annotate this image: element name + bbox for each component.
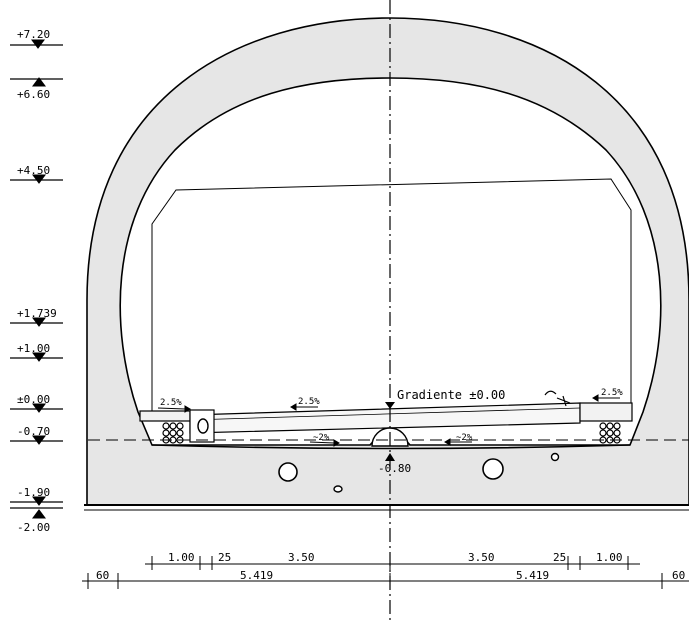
level-label-8: -1.90	[17, 486, 50, 499]
invert-bottom-line	[151, 444, 631, 450]
dim-top-5: 25	[553, 551, 566, 564]
dim-bottom-2: 5.419	[240, 569, 273, 582]
gradient-marker	[385, 402, 395, 409]
dim-top-6: 1.00	[596, 551, 623, 564]
left-pipe	[278, 462, 298, 482]
slope-left-base-label: ~2%	[313, 433, 330, 443]
small-pipe-left	[333, 485, 343, 493]
left-cable-ducts	[162, 422, 184, 444]
dim-top-3: 3.50	[288, 551, 315, 564]
left-drain	[197, 418, 209, 434]
dimension-lines	[82, 556, 689, 589]
level-label-6: ±0.00	[17, 393, 50, 406]
level-label-4: +1.739	[17, 307, 57, 320]
small-pipe-right	[550, 452, 560, 462]
level-label-5: +1.00	[17, 342, 50, 355]
lamp-icon	[544, 390, 571, 407]
slope-right-base-label: ~2%	[456, 433, 473, 443]
elevation-markers	[10, 39, 63, 519]
invert-label: -0.80	[378, 462, 411, 475]
dim-top-4: 3.50	[468, 551, 495, 564]
right-sidewalk	[579, 402, 633, 422]
level-label-9: -2.00	[17, 521, 50, 534]
gradient-label: Gradiente ±0.00	[397, 388, 505, 402]
level-label-1: +7.20	[17, 28, 50, 41]
invert-marker	[385, 453, 395, 461]
clearance-profile	[151, 178, 632, 411]
right-pipe	[482, 458, 504, 480]
dim-bottom-4: 60	[672, 569, 685, 582]
slope-arrows	[157, 394, 620, 447]
road-layer-line	[189, 407, 581, 421]
dim-bottom-3: 5.419	[516, 569, 549, 582]
dim-top-1: 1.00	[168, 551, 195, 564]
dim-bottom-1: 60	[96, 569, 109, 582]
left-curb	[189, 409, 215, 443]
left-sidewalk	[139, 410, 191, 422]
slope-left-sidewalk-label: 2.5%	[160, 398, 182, 408]
level-label-3: +4.50	[17, 164, 50, 177]
level-label-7: -0.70	[17, 425, 50, 438]
dim-top-2: 25	[218, 551, 231, 564]
level-label-2: +6.60	[17, 88, 50, 101]
slope-left-lane-label: 2.5%	[298, 397, 320, 407]
slope-right-sidewalk-label: 2.5%	[601, 388, 623, 398]
